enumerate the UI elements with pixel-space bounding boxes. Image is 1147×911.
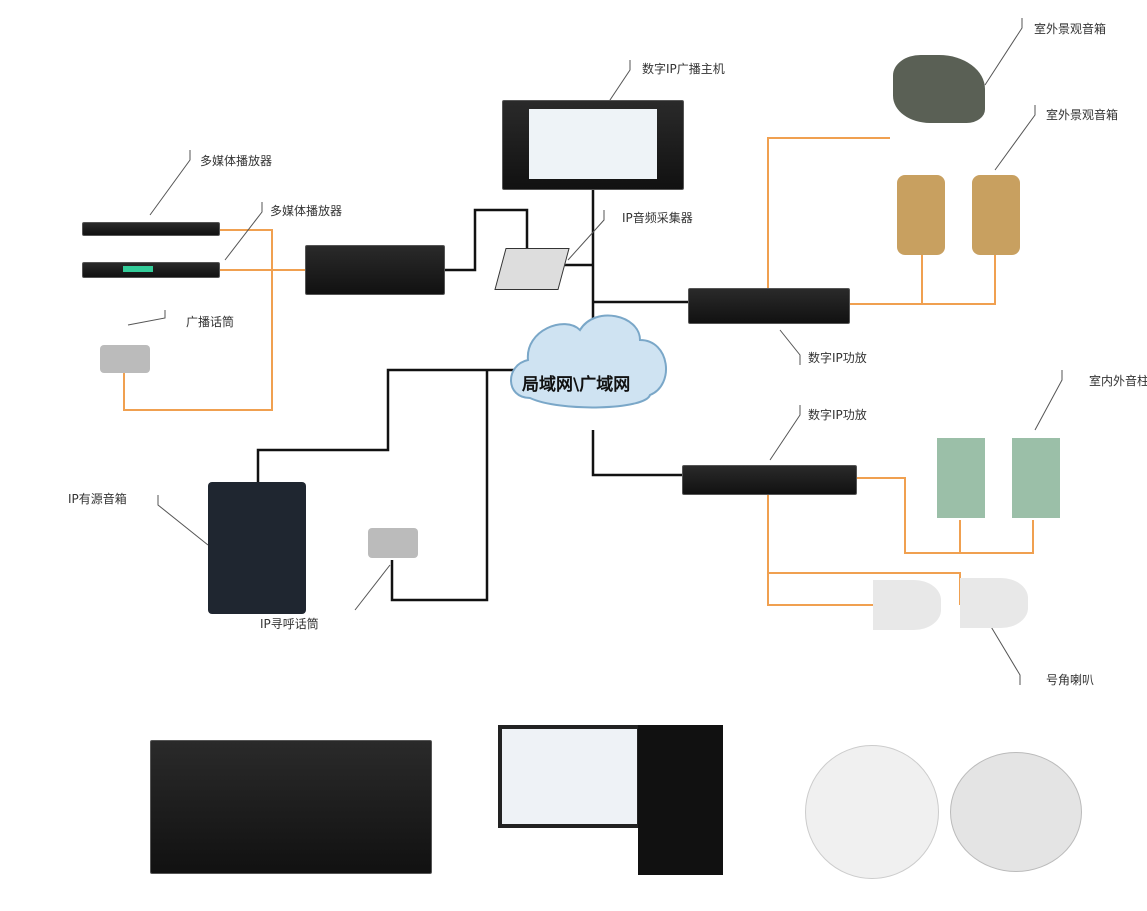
wire-amp-to-columns (855, 477, 1034, 554)
wire-paging-mic (390, 370, 489, 602)
horn-speaker-2-device (960, 578, 1028, 628)
column-speaker-2-device (1012, 438, 1060, 518)
column-speaker-label: 室内外音柱 (1089, 374, 1147, 388)
active-speaker-device (208, 482, 306, 614)
cloud-shape (510, 314, 667, 409)
horn-speaker-1-device (873, 580, 941, 630)
broadcast-mic-device (100, 345, 150, 373)
ip-amp-2-device (682, 465, 857, 495)
wire-amp-to-rock-speaker (767, 137, 890, 290)
paging-mic-device (368, 528, 418, 558)
audio-collector-label: IP音频采集器 (622, 211, 693, 225)
media-player-2-device (82, 262, 220, 278)
network-label: 局域网\广域网 (522, 375, 631, 395)
paging-mic-label: IP寻呼话筒 (260, 617, 319, 631)
audio-collector-device (494, 248, 570, 290)
ceiling-speaker-2-device (950, 752, 1082, 872)
ip-amp-label-1: 数字IP功放 (808, 351, 867, 365)
column-speaker-1-device (937, 438, 985, 518)
broadcast-mic-label: 广播话筒 (186, 315, 235, 329)
media-player-1-device (82, 222, 220, 236)
computer-device (498, 725, 723, 885)
outdoor-speaker-label-2: 室外景观音箱 (1046, 108, 1119, 122)
rock-speaker-device (893, 55, 985, 123)
wire-media-to-mic (123, 229, 273, 411)
wood-speaker-1-device (897, 175, 945, 255)
outdoor-speaker-label-1: 室外景观音箱 (1034, 22, 1107, 36)
wire-amp-to-wood-speakers (848, 255, 996, 305)
wire-mixer-to-collector (443, 208, 529, 272)
horn-speaker-label: 号角喇叭 (1046, 673, 1095, 687)
broadcast-host-device (502, 100, 684, 190)
matrix-device (150, 740, 432, 874)
wire-amp2 (591, 430, 682, 477)
media-player-label-2: 多媒体播放器 (270, 204, 343, 218)
media-player-label-1: 多媒体播放器 (200, 154, 273, 168)
ip-amp-1-device (688, 288, 850, 324)
host-label: 数字IP广播主机 (642, 62, 725, 76)
ceiling-speaker-1-device (805, 745, 939, 879)
ip-amp-label-2: 数字IP功放 (808, 408, 867, 422)
wood-speaker-2-device (972, 175, 1020, 255)
active-speaker-label: IP有源音箱 (68, 492, 127, 506)
mixer-device (305, 245, 445, 295)
wire-active-speaker (256, 368, 520, 485)
